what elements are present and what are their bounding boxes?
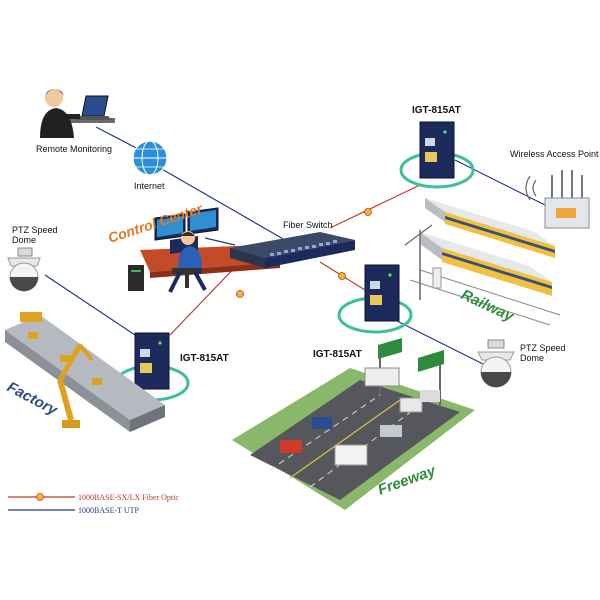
wireless-ap-label: Wireless Access Point	[510, 149, 599, 159]
legend-fiber-label: 1000BASE-SX/LX Fiber Optic	[78, 493, 179, 502]
fiber-marker	[236, 290, 244, 298]
factory-conveyor	[5, 312, 165, 432]
internet-globe-icon	[132, 140, 168, 176]
fiber-switch-label: Fiber Switch	[283, 220, 333, 230]
fiber-line-switch-top	[329, 184, 421, 229]
connections	[44, 126, 546, 366]
fiber-marker	[364, 208, 372, 216]
legend-utp-label: 1000BASE-T UTP	[78, 506, 140, 515]
igt-middle-label: IGT-815AT	[313, 349, 362, 360]
remote-monitoring-station	[40, 89, 115, 138]
utp-line-switch-control	[204, 237, 236, 246]
fiber-marker	[338, 272, 346, 280]
factory-label: Factory	[4, 379, 60, 420]
remote-monitoring-label: Remote Monitoring	[36, 144, 112, 154]
ptz-camera-right-icon	[477, 339, 515, 388]
igt-815at-top-device	[419, 121, 455, 179]
igt-815at-middle-device	[364, 264, 400, 322]
ptz-left-label-line2: Dome	[12, 235, 36, 245]
ptz-camera-left-icon	[7, 247, 41, 292]
utp-line-remote-internet	[95, 126, 141, 151]
operator-avatar	[45, 89, 63, 107]
fiber-switch-device	[230, 232, 355, 268]
legend-fiber-marker	[36, 493, 44, 501]
railway-trains	[404, 198, 561, 326]
igt-815at-left-device	[134, 332, 170, 390]
igt-left-label: IGT-815AT	[180, 353, 229, 364]
internet-label: Internet	[134, 181, 165, 191]
utp-line-internet-switch	[159, 167, 286, 241]
legend: 1000BASE-SX/LX Fiber Optic 1000BASE-T UT…	[8, 493, 179, 515]
ptz-right-label-line1: PTZ Speed	[520, 343, 566, 353]
igt-top-label: IGT-815AT	[412, 105, 461, 116]
utp-line-wap	[454, 159, 546, 206]
ptz-right-label-line2: Dome	[520, 353, 544, 363]
fiber-line-switch-left	[169, 261, 241, 336]
utp-line-ptz-right	[384, 314, 486, 366]
utp-line-ptz-left	[44, 274, 151, 346]
ptz-left-label-line1: PTZ Speed	[12, 225, 58, 235]
wireless-access-point-icon	[525, 170, 590, 229]
freeway-road	[232, 338, 475, 510]
